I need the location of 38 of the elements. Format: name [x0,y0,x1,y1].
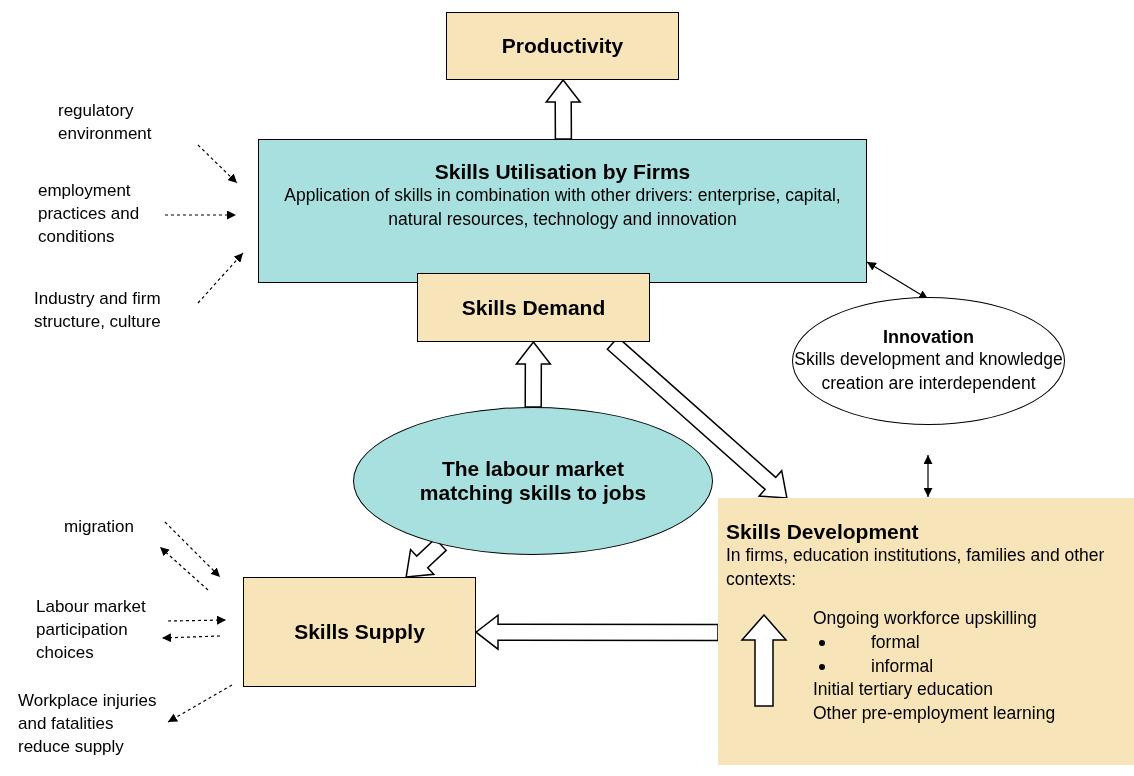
dashed-arrow [167,684,233,723]
list-item: informal [813,654,1126,679]
process-box [243,577,476,687]
box-heading: Skills Demand [461,295,606,320]
box-heading: Innovation [883,326,974,348]
list-item: formal [813,630,1126,655]
arrow [923,454,933,498]
box-heading: The labour market matching skills to jobs [418,457,648,505]
dashed-arrow [164,210,237,220]
dashed-arrow [197,144,238,184]
factor-label: Industry and firm structure, culture [34,288,202,334]
box-heading: Productivity [501,34,624,58]
list-item: Initial tertiary education [813,678,994,702]
dashed-arrow [161,633,221,643]
box-heading: Skills Supply [294,620,425,644]
box-heading: Skills Utilisation by Firms [434,160,691,185]
block-arrow [544,78,582,140]
dashed-arrow [164,521,221,578]
dashed-arrow [167,615,227,625]
process-box [258,139,867,283]
process-box [417,273,650,342]
factor-label: migration [64,516,154,539]
block-arrow [514,340,552,408]
box-text: In firms, education institutions, families and other contexts: [726,544,1106,591]
box-heading: Skills Development [726,520,920,544]
process-box [446,12,679,80]
box-text: Skills development and knowledge creation are interdependent [793,347,1064,395]
factor-label: Workplace injuries and fatalities reduce supply [18,690,168,759]
list-item: Other pre-employment learning [813,701,1057,725]
block-arrow [474,613,719,651]
list-item: Ongoing workforce upskilling [813,607,1038,631]
factor-label: employment practices and conditions [38,180,168,249]
process-box [718,498,1134,765]
box-text: Application of skills in combination with other drivers: enterprise, capital, natural resources, technology and innovation [283,184,842,231]
dashed-arrow [197,252,244,304]
factor-label: Labour market participation choices [36,596,161,665]
dashed-arrow [159,546,209,591]
factor-label: regulatory environment [58,100,180,146]
